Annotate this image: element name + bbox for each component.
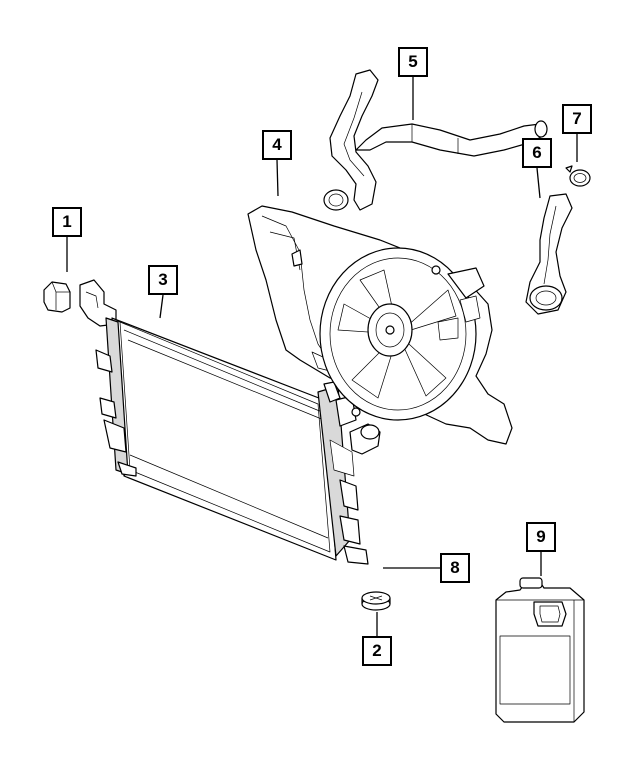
callout-4: 4 [262, 130, 292, 160]
callout-6: 6 [522, 138, 552, 168]
callout-6-label: 6 [532, 143, 542, 162]
callout-5: 5 [398, 47, 428, 77]
callout-7-label: 7 [572, 109, 582, 128]
part-3-radiator [79, 279, 381, 565]
leader-lines [66, 77, 578, 636]
part-6-lower-hose [525, 193, 573, 315]
leader-3 [159, 294, 164, 319]
callout-9-label: 9 [536, 527, 546, 546]
callout-2: 2 [362, 636, 392, 666]
leader-4 [276, 159, 279, 197]
callout-5-label: 5 [408, 52, 418, 71]
callout-1: 1 [52, 207, 82, 237]
callout-9: 9 [526, 522, 556, 552]
part-1-isolator [43, 281, 71, 313]
callout-3-label: 3 [158, 270, 168, 289]
callout-8-label: 8 [450, 558, 460, 577]
part-2-cap [361, 591, 391, 611]
callout-8: 8 [440, 553, 470, 583]
callout-1-label: 1 [62, 212, 72, 231]
part-5-upper-hose [323, 69, 548, 211]
callout-2-label: 2 [372, 641, 382, 660]
part-7-hose-clamp [565, 165, 591, 187]
part-4-fan-shroud [247, 205, 513, 445]
callout-4-label: 4 [272, 135, 282, 154]
leader-6 [536, 167, 541, 199]
part-9-coolant-jug [495, 577, 585, 723]
callout-3: 3 [148, 265, 178, 295]
callout-7: 7 [562, 104, 592, 134]
